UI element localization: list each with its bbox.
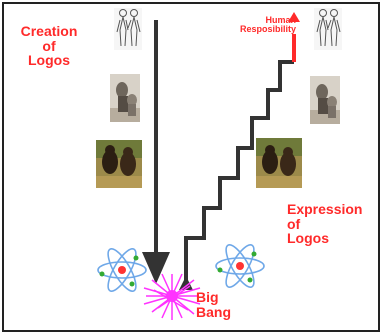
atom-icon: [98, 245, 146, 295]
human-responsibility-label: Human Resposibility: [208, 16, 296, 35]
expression-of-logos-label: Expression of Logos: [287, 202, 383, 246]
apes-photo: [256, 138, 302, 188]
expression-line-2: of: [287, 217, 383, 232]
modern-humans-figure: [314, 8, 342, 50]
creation-of-logos-label: Creation of Logos: [14, 24, 84, 68]
apes-photo: [96, 140, 142, 188]
creation-line-2: of: [14, 39, 84, 54]
creation-line-1: Creation: [14, 24, 84, 39]
creation-line-3: Logos: [14, 53, 84, 68]
early-humans-photo: [110, 74, 140, 122]
big-bang-label: Big Bang: [196, 290, 256, 319]
big-bang-icon: [144, 274, 200, 320]
big-bang-line-2: Bang: [196, 305, 256, 320]
modern-humans-figure: [114, 8, 142, 50]
atom-icon: [216, 241, 264, 291]
early-humans-photo: [310, 76, 340, 124]
expression-line-3: Logos: [287, 231, 383, 246]
big-bang-line-1: Big: [196, 290, 256, 305]
human-line-2: Resposibility: [208, 25, 296, 34]
creation-down-arrow: [142, 20, 170, 284]
expression-line-1: Expression: [287, 202, 383, 217]
